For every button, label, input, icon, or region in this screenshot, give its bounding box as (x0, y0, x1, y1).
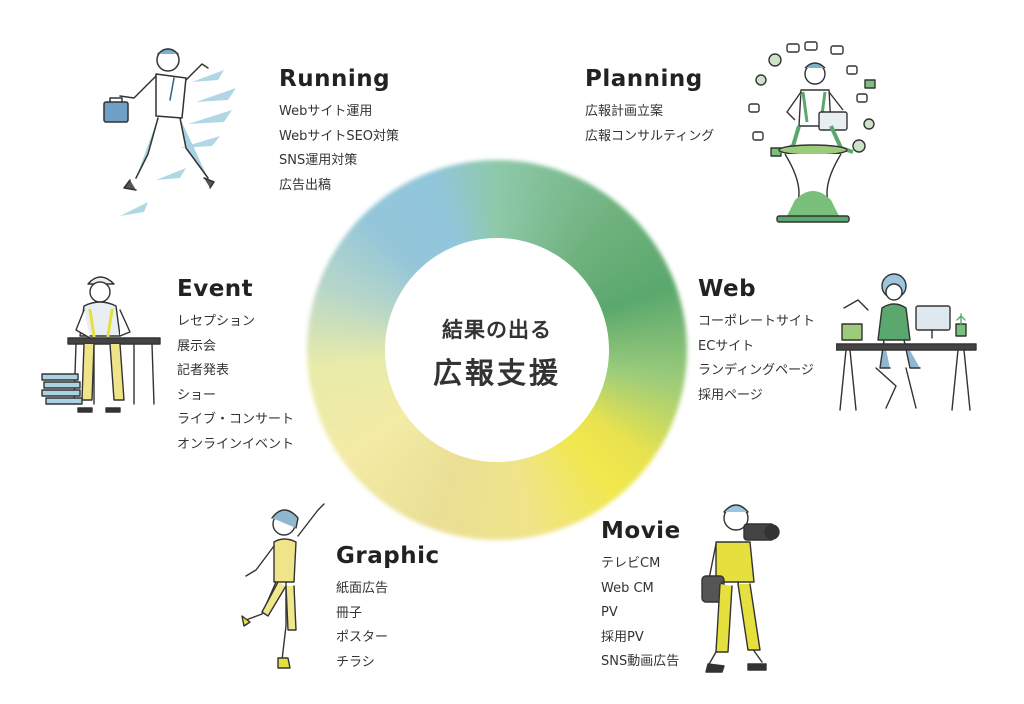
list-item: レセプション (177, 314, 256, 329)
center-line-1: 結果の出る (442, 318, 552, 342)
list-item: ショー (177, 387, 217, 403)
list-item: 広報計画立案 (585, 104, 664, 119)
list-item: 広告出稿 (279, 177, 332, 193)
construction-worker-icon (41, 276, 161, 413)
list-item: オンラインイベント (177, 436, 295, 452)
list-item: 記者発表 (177, 363, 230, 378)
section-title: Event (177, 276, 254, 302)
list-item: 紙面広告 (336, 581, 389, 596)
section-planning: Planning 広報計画立案 広報コンサルティング (585, 66, 714, 149)
section-movie: Movie テレビCM Web CM PV 採用PV SNS動画広告 (601, 518, 681, 675)
list-item: SNS動画広告 (601, 654, 680, 669)
list-item: ランディングページ (698, 363, 814, 378)
list-item: SNS運用対策 (279, 153, 358, 168)
desk-computer-person-icon (836, 273, 977, 411)
list-item: チラシ (336, 654, 375, 670)
hourglass-laptop-person-icon (748, 41, 876, 223)
list-item: Webサイト運用 (279, 104, 373, 119)
section-title: Running (279, 66, 391, 92)
list-item: ポスター (336, 630, 389, 645)
running-businessman-icon (103, 48, 236, 216)
list-item: 採用ページ (698, 387, 763, 403)
ring-hole (385, 238, 609, 462)
dancing-woman-icon (241, 503, 325, 669)
section-graphic: Graphic 紙面広告 冊子 ポスター チラシ (336, 543, 440, 675)
section-title: Planning (585, 66, 703, 92)
center-line-2: 広報支援 (432, 356, 561, 390)
list-item: WebサイトSEO対策 (279, 128, 400, 144)
photographer-icon (701, 504, 780, 673)
list-item: 展示会 (177, 338, 217, 354)
section-title: Web (698, 276, 757, 302)
list-item: PV (601, 605, 618, 620)
list-item: コーポレートサイト (698, 314, 816, 329)
list-item: ECサイト (698, 338, 755, 354)
section-title: Movie (601, 518, 681, 544)
section-event: Event レセプション 展示会 記者発表 ショー ライブ・コンサート オンライ… (177, 276, 294, 457)
section-running: Running Webサイト運用 WebサイトSEO対策 SNS運用対策 広告出… (279, 66, 399, 198)
list-item: テレビCM (601, 556, 661, 571)
list-item: 広報コンサルティング (585, 128, 715, 144)
list-item: 冊子 (336, 605, 363, 621)
section-web: Web コーポレートサイト ECサイト ランディングページ 採用ページ (698, 276, 815, 408)
list-item: Web CM (601, 580, 654, 596)
section-title: Graphic (336, 543, 440, 569)
list-item: 採用PV (601, 629, 644, 645)
gradient-ring: 結果の出る 広報支援 (307, 160, 687, 540)
list-item: ライブ・コンサート (177, 412, 295, 427)
